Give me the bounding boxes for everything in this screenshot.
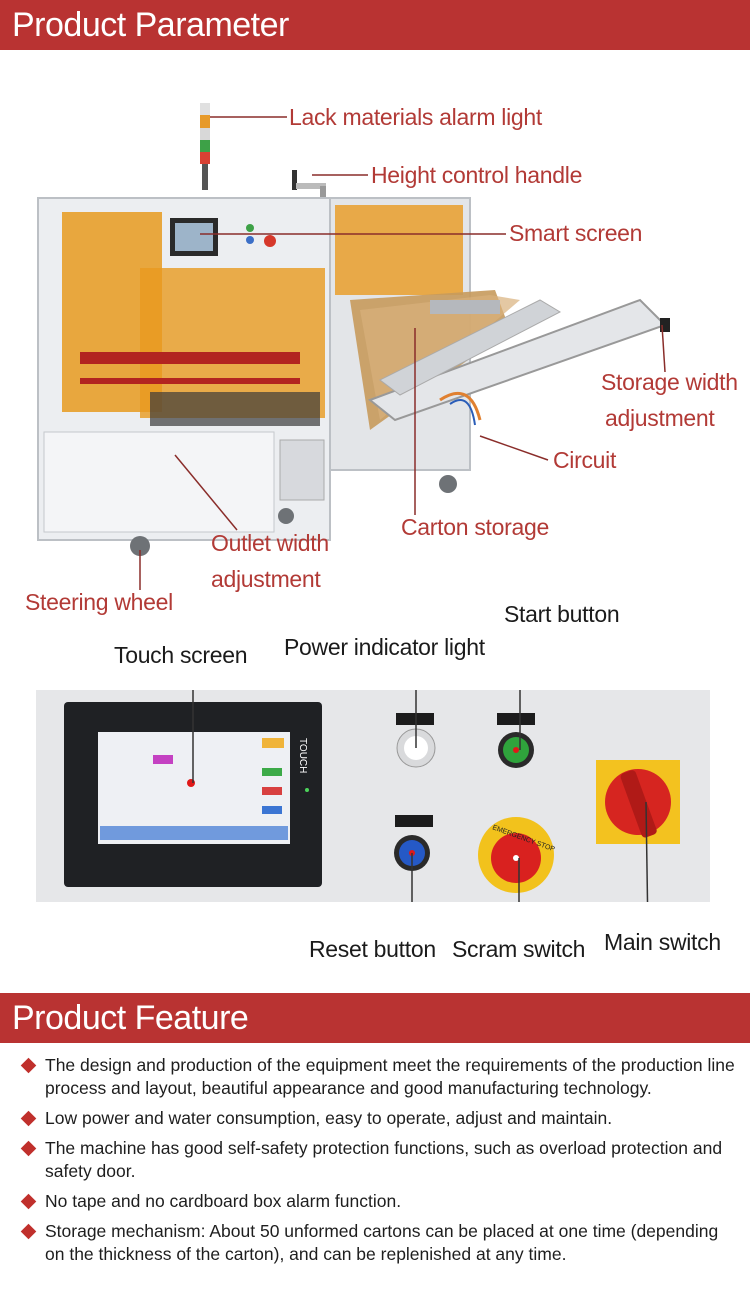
feature-item: Storage mechanism: About 50 unformed car… <box>20 1220 735 1266</box>
label-alarm-light: Lack materials alarm light <box>289 104 542 130</box>
label-start-button: Start button <box>504 601 620 627</box>
alarm-light-tower <box>200 103 210 190</box>
touch-brand-text: TOUCH <box>297 738 308 773</box>
height-control-handle <box>292 170 326 204</box>
carton-storage <box>350 290 670 430</box>
feature-item: Low power and water consumption, easy to… <box>20 1107 735 1130</box>
leader-lines <box>139 116 666 590</box>
label-main-switch: Main switch <box>604 929 721 955</box>
diamond-bullet-icon <box>20 1110 37 1127</box>
diamond-bullet-icon <box>20 1193 37 1210</box>
label-storage-width: Storage width <box>601 369 738 395</box>
label-smart-screen: Smart screen <box>509 220 643 246</box>
label-touch-screen: Touch screen <box>114 642 248 668</box>
label-outlet-width-line2: adjustment <box>211 566 321 592</box>
label-storage-width-line2: adjustment <box>605 405 715 431</box>
machine-photo <box>37 103 670 590</box>
steering-wheels <box>130 475 457 556</box>
product-parameter-banner: Product Parameter <box>0 0 750 50</box>
feature-list: The design and production of the equipme… <box>20 1054 735 1273</box>
label-scram-switch: Scram switch <box>452 936 586 962</box>
label-power-indicator: Power indicator light <box>284 634 485 660</box>
touch-screen-marker <box>187 779 195 787</box>
feature-item: The design and production of the equipme… <box>20 1054 735 1100</box>
label-carton-storage: Carton storage <box>401 514 549 540</box>
diamond-bullet-icon <box>20 1223 37 1240</box>
feature-item: The machine has good self-safety protect… <box>20 1137 735 1183</box>
touch-screen-display <box>98 732 290 844</box>
diamond-bullet-icon <box>20 1057 37 1074</box>
control-panel-drawing: TOUCH EMERGENCY STOP <box>64 690 680 902</box>
label-height-handle: Height control handle <box>371 162 583 188</box>
label-outlet-width: Outlet width <box>211 530 329 556</box>
label-reset-button: Reset button <box>309 936 436 962</box>
product-feature-banner: Product Feature <box>0 993 750 1043</box>
feature-item: No tape and no cardboard box alarm funct… <box>20 1190 735 1213</box>
label-steering-wheel: Steering wheel <box>25 589 173 615</box>
label-circuit: Circuit <box>553 447 617 473</box>
diamond-bullet-icon <box>20 1140 37 1157</box>
